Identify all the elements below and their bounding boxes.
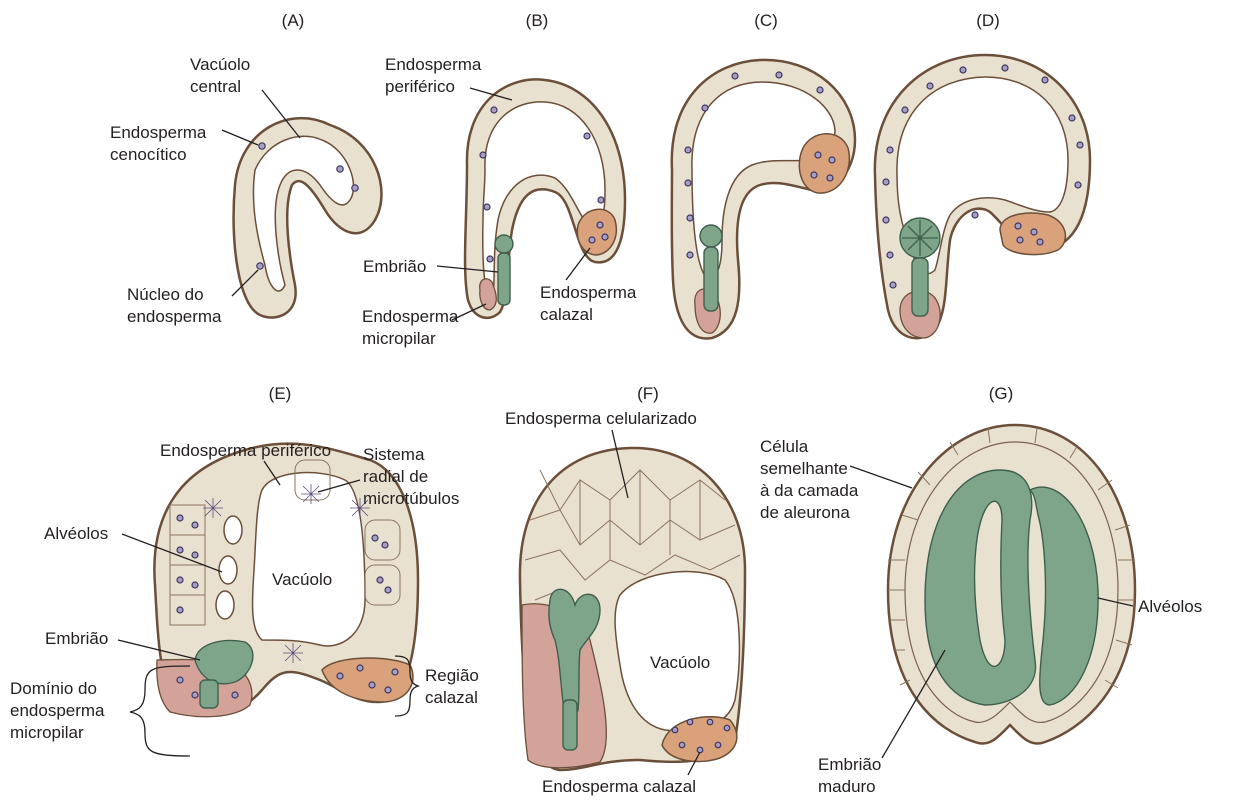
panel-label-c: (C) bbox=[754, 11, 778, 30]
panel-g-illustration bbox=[888, 425, 1135, 744]
label-regiao-calazal: Região calazal bbox=[425, 666, 484, 707]
leader-endosperma-calazal-b bbox=[566, 248, 590, 280]
panel-label-a: (A) bbox=[282, 11, 305, 30]
label-endosperma-calazal-b: Endosperma calazal bbox=[540, 283, 641, 324]
panel-label-g: (G) bbox=[989, 384, 1014, 403]
label-embriao-maduro: Embrião maduro bbox=[818, 755, 886, 796]
label-nucleo-endosperma: Núcleo do endosperma bbox=[127, 285, 222, 326]
panel-label-f: (F) bbox=[637, 384, 659, 403]
panel-c-illustration bbox=[672, 60, 855, 339]
label-endosperma-periferico-b: Endosperma periférico bbox=[385, 55, 486, 96]
label-vacuolo-e: Vacúolo bbox=[272, 570, 332, 589]
label-endosperma-calazal-f: Endosperma calazal bbox=[542, 777, 696, 796]
label-dominio-micropilar: Domínio do endosperma micropilar bbox=[10, 679, 109, 742]
label-endosperma-cenocitico: Endosperma cenocítico bbox=[110, 123, 211, 164]
label-alveolos-g: Alvéolos bbox=[1138, 597, 1202, 616]
panel-label-d: (D) bbox=[976, 11, 1000, 30]
label-endosperma-periferico-e: Endosperma periférico bbox=[160, 441, 331, 460]
label-celula-aleurona: Célula semelhante à da camada de aleuron… bbox=[760, 437, 863, 522]
label-endosperma-micropilar-b: Endosperma micropilar bbox=[362, 307, 463, 348]
label-endosperma-celularizado: Endosperma celularizado bbox=[505, 409, 697, 428]
label-embriao-e: Embrião bbox=[45, 629, 108, 648]
label-sistema-radial: Sistema radial de microtúbulos bbox=[363, 445, 459, 508]
panel-f-illustration bbox=[520, 448, 745, 770]
label-embriao-b: Embrião bbox=[363, 257, 426, 276]
panel-a-illustration bbox=[234, 118, 382, 317]
label-alveolos-e: Alvéolos bbox=[44, 524, 108, 543]
label-vacuolo-f: Vacúolo bbox=[650, 653, 710, 672]
leader-endosperma-cenocitico bbox=[222, 130, 258, 145]
label-vacuolo-central: Vacúolo central bbox=[190, 55, 255, 96]
panel-label-b: (B) bbox=[526, 11, 549, 30]
panel-label-e: (E) bbox=[269, 384, 292, 403]
panel-d-illustration bbox=[875, 55, 1090, 338]
